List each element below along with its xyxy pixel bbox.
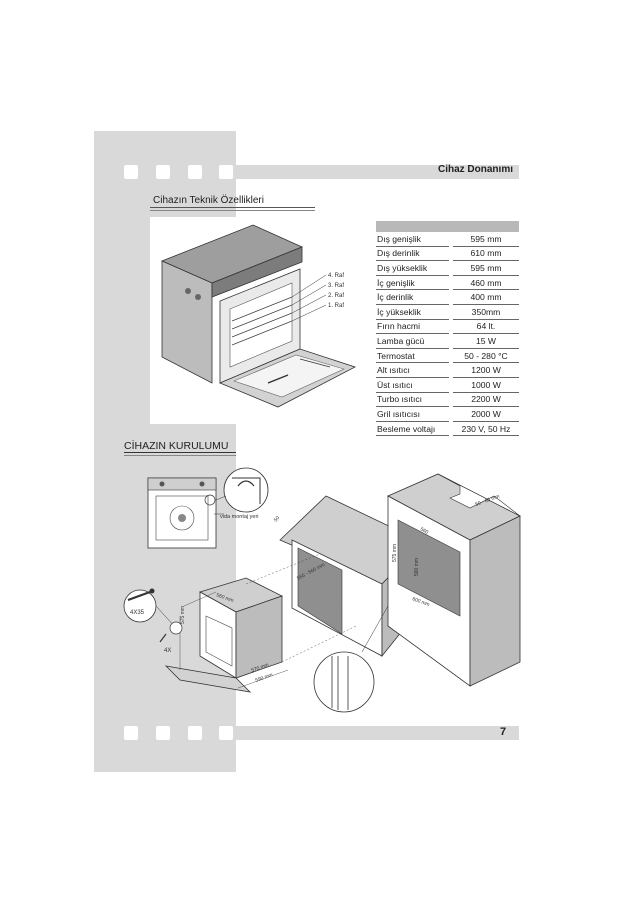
spec-value: 595 mm <box>453 261 519 276</box>
header-square-2 <box>156 165 170 179</box>
shelf-label-4: 4. Raf <box>328 273 344 279</box>
spec-value: 400 mm <box>453 290 519 305</box>
screw-count-label: 4X <box>164 648 171 654</box>
dim-590-side: 590 mm <box>414 558 420 576</box>
spec-label: Termostat <box>376 349 449 364</box>
section-title-install: CİHAZIN KURULUMU <box>124 440 229 452</box>
spec-row: İç yükseklik 350mm <box>376 305 519 320</box>
spec-label: Dış genişlik <box>376 232 449 247</box>
header-square-1 <box>124 165 138 179</box>
spec-row: Turbo ısıtıcı 2200 W <box>376 393 519 408</box>
dim-575-oven: 575 mm <box>180 606 186 624</box>
spec-label: Turbo ısıtıcı <box>376 393 449 408</box>
spec-row: Dış derinlik 610 mm <box>376 247 519 262</box>
dim-50: 50 <box>273 515 281 523</box>
spec-label: Gril ısıtıcısı <box>376 407 449 422</box>
section-rule-specs-thin <box>150 210 315 211</box>
spec-label: Fırın hacmi <box>376 320 449 335</box>
footer-square-3 <box>188 726 202 740</box>
shelf-label-1: 1. Raf <box>328 303 344 309</box>
footer-bar <box>236 726 519 740</box>
spec-label: İç yükseklik <box>376 305 449 320</box>
spec-value: 1000 W <box>453 378 519 393</box>
section-title-specs: Cihazın Teknik Özellikleri <box>153 195 264 206</box>
oven-illustration: 4. Raf 3. Raf 2. Raf 1. Raf <box>150 217 372 424</box>
section-rule-specs <box>150 207 315 208</box>
spec-value: 1200 W <box>453 363 519 378</box>
shelf-label-2: 2. Raf <box>328 293 344 299</box>
spec-row: Dış genişlik 595 mm <box>376 232 519 247</box>
spec-table: Dış genişlik 595 mm Dış derinlik 610 mm Dı… <box>376 221 519 437</box>
dim-570: 570 mm <box>251 662 270 674</box>
section-rule-install-thin <box>124 455 236 456</box>
spec-row: Üst ısıtıcı 1000 W <box>376 378 519 393</box>
spec-value: 2200 W <box>453 393 519 408</box>
spec-label: İç genişlik <box>376 276 449 291</box>
spec-label: Dış yükseklik <box>376 261 449 276</box>
spec-row: Alt ısıtıcı 1200 W <box>376 363 519 378</box>
spec-row: Besleme voltajı 230 V, 50 Hz <box>376 422 519 437</box>
header-title: Cihaz Donanımı <box>437 164 513 175</box>
spec-value: 64 lt. <box>453 320 519 335</box>
dim-590-oven: 590 mm <box>255 672 274 684</box>
spec-label: Alt ısıtıcı <box>376 363 449 378</box>
spec-value: 50 - 280 °C <box>453 349 519 364</box>
footer-square-4 <box>219 726 233 740</box>
spec-label: Dış derinlik <box>376 247 449 262</box>
spec-value: 595 mm <box>453 232 519 247</box>
shelf-label-3: 3. Raf <box>328 283 344 289</box>
dim-560-oven: 560 mm <box>215 592 234 604</box>
footer-square-1 <box>124 726 138 740</box>
section-rule-install <box>124 452 236 453</box>
dim-600: 600 mm <box>411 596 430 608</box>
spec-row: Lamba gücü 15 W <box>376 334 519 349</box>
spec-table-header <box>376 221 519 232</box>
spec-label: Üst ısıtıcı <box>376 378 449 393</box>
spec-value: 610 mm <box>453 247 519 262</box>
installation-illustration: vida montaj yeri 50 555 - 565 mm 560 575… <box>123 467 521 713</box>
header-square-4 <box>219 165 233 179</box>
footer-square-2 <box>156 726 170 740</box>
dim-575-side: 575 mm <box>392 544 398 562</box>
spec-value: 2000 W <box>453 407 519 422</box>
spec-row: İç genişlik 460 mm <box>376 276 519 291</box>
spec-value: 230 V, 50 Hz <box>453 422 519 437</box>
page-number: 7 <box>500 726 507 738</box>
spec-label: İç derinlik <box>376 290 449 305</box>
header-square-3 <box>188 165 202 179</box>
spec-label: Besleme voltajı <box>376 422 449 437</box>
spec-value: 350mm <box>453 305 519 320</box>
header-bar <box>236 165 519 179</box>
spec-value: 460 mm <box>453 276 519 291</box>
spec-row: İç derinlik 400 mm <box>376 290 519 305</box>
spec-row: Termostat 50 - 280 °C <box>376 349 519 364</box>
spec-row: Gril ısıtıcısı 2000 W <box>376 407 519 422</box>
spec-label: Lamba gücü <box>376 334 449 349</box>
spec-row: Dış yükseklik 595 mm <box>376 261 519 276</box>
screw-location-label: vida montaj yeri <box>220 514 259 520</box>
spec-value: 15 W <box>453 334 519 349</box>
screw-size-label: 4X35 <box>130 610 145 616</box>
dim-560-top: 560 <box>419 526 429 535</box>
spec-row: Fırın hacmi 64 lt. <box>376 320 519 335</box>
